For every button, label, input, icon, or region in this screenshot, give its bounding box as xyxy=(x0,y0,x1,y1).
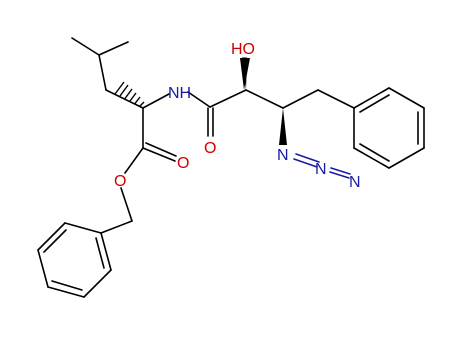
bond-alpha-nh xyxy=(142,93,170,109)
bond-amide-choh xyxy=(209,89,247,108)
label-azide-n1: N xyxy=(277,147,289,164)
hashed-bond-alpha xyxy=(114,81,145,107)
bond-isobutyl-ch2 xyxy=(105,89,144,109)
phenyl-ring-right xyxy=(353,87,425,169)
label-amide-o: O xyxy=(204,140,216,157)
label-azide-n2: N xyxy=(315,161,327,178)
label-azide-n3: N xyxy=(349,174,361,191)
bond-azide-n1-n2-b xyxy=(293,158,318,168)
bond-ch2-benzyl xyxy=(100,220,133,234)
label-ester-carbonyl-o: O xyxy=(177,155,189,172)
bond-cn3-ch2 xyxy=(282,89,319,109)
bond-ester-co-2 xyxy=(145,142,177,157)
bond-methyl-left xyxy=(71,37,100,56)
bond-azide-n2-n3-a xyxy=(330,167,351,175)
bond-nh-amide xyxy=(187,91,211,108)
bond-ch2-phenyl xyxy=(317,89,355,109)
bond-ester-c-o xyxy=(124,147,144,174)
wedge-bond-azide xyxy=(279,108,287,145)
bond-methyl-right xyxy=(98,41,129,56)
bond-ester-co-1 xyxy=(142,147,176,162)
label-nh: NH xyxy=(168,85,191,102)
bond-choh-cn3 xyxy=(245,89,284,109)
label-ester-o: O xyxy=(114,173,126,190)
bond-azide-n1-n2-a xyxy=(295,153,320,163)
bond-o-ch2 xyxy=(120,187,133,222)
bond-isobutyl-ch xyxy=(98,54,107,91)
bond-azide-n2-n3-b xyxy=(329,171,350,179)
label-oh: HO xyxy=(231,41,255,58)
phenyl-ring-bottom xyxy=(37,222,112,298)
